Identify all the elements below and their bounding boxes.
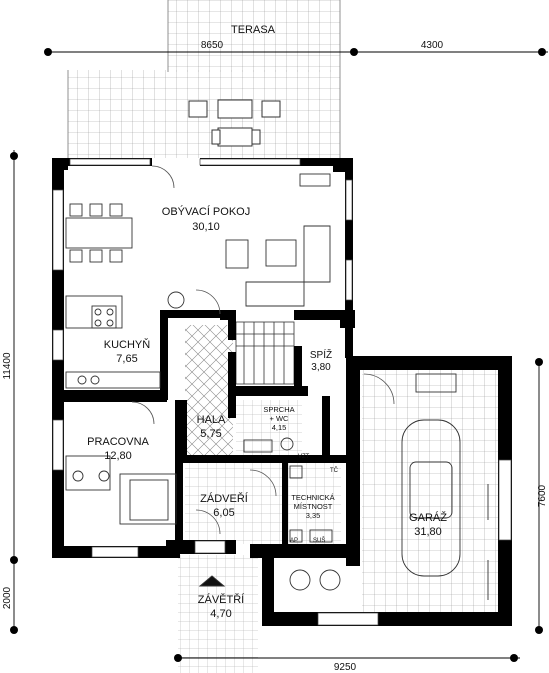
room-label-terasa: TERASA bbox=[231, 24, 276, 36]
dim-right: 7600 bbox=[537, 484, 548, 507]
dim-left-lower: 2000 bbox=[2, 586, 13, 609]
staircase bbox=[235, 321, 295, 385]
dim-left-main: 11400 bbox=[2, 352, 13, 380]
room-label-pracovna: PRACOVNA bbox=[87, 436, 149, 448]
dim-top-right: 4300 bbox=[421, 40, 444, 51]
room-label-obyvaci: OBÝVACÍ POKOJ bbox=[162, 205, 250, 218]
terrace-area bbox=[67, 0, 341, 158]
tech-label-ap: AP bbox=[290, 538, 298, 544]
room-area-pracovna: 12,80 bbox=[104, 450, 132, 462]
room-area-garaz: 31,80 bbox=[414, 526, 442, 538]
room-area-hala: 5,75 bbox=[200, 428, 221, 440]
room-area-zavetri: 4,70 bbox=[210, 608, 231, 620]
dim-bottom: 9250 bbox=[334, 662, 357, 673]
room-label-sprcha: SPRCHA bbox=[263, 405, 294, 414]
room-label-zadveri: ZÁDVEŘÍ bbox=[200, 492, 249, 505]
room-label-technicka: TECHNICKÁ bbox=[291, 493, 334, 502]
furniture bbox=[65, 173, 489, 600]
dimension-dots bbox=[10, 48, 546, 662]
room-label-kuchyn: KUCHYŇ bbox=[104, 338, 151, 351]
room-area-kuchyn: 7,65 bbox=[116, 353, 137, 365]
zadveri-floor bbox=[185, 462, 285, 544]
room-area-obyvaci: 30,10 bbox=[192, 221, 220, 233]
tech-label-tc: TČ bbox=[330, 467, 339, 474]
dim-top-left: 8650 bbox=[201, 40, 224, 51]
room-area-spiz: 3,80 bbox=[311, 362, 331, 373]
room-area-zadveri: 6,05 bbox=[213, 507, 234, 519]
terrace-furniture bbox=[188, 99, 281, 147]
doors bbox=[131, 165, 395, 535]
room-label-garaz: GARÁŽ bbox=[409, 511, 447, 524]
room-label-sprcha-2: + WC bbox=[270, 414, 290, 423]
windows bbox=[52, 158, 512, 626]
room-area-technicka: 3,35 bbox=[306, 511, 321, 520]
zavetri-floor bbox=[178, 555, 258, 673]
room-label-spiz: SPÍŽ bbox=[310, 348, 332, 361]
room-area-sprcha: 4,15 bbox=[272, 423, 287, 432]
room-label-hala: HALA bbox=[197, 414, 226, 426]
room-label-zavetri: ZÁVĚTŘÍ bbox=[198, 593, 245, 606]
tech-label-sus: SUŠ bbox=[313, 537, 325, 544]
hala-floor bbox=[185, 325, 233, 455]
room-label-technicka-2: MÍSTNOST bbox=[294, 502, 333, 511]
tech-label-vzt: VZT bbox=[298, 454, 310, 460]
garage-floor bbox=[362, 370, 502, 615]
dimension-lines bbox=[13, 51, 548, 659]
